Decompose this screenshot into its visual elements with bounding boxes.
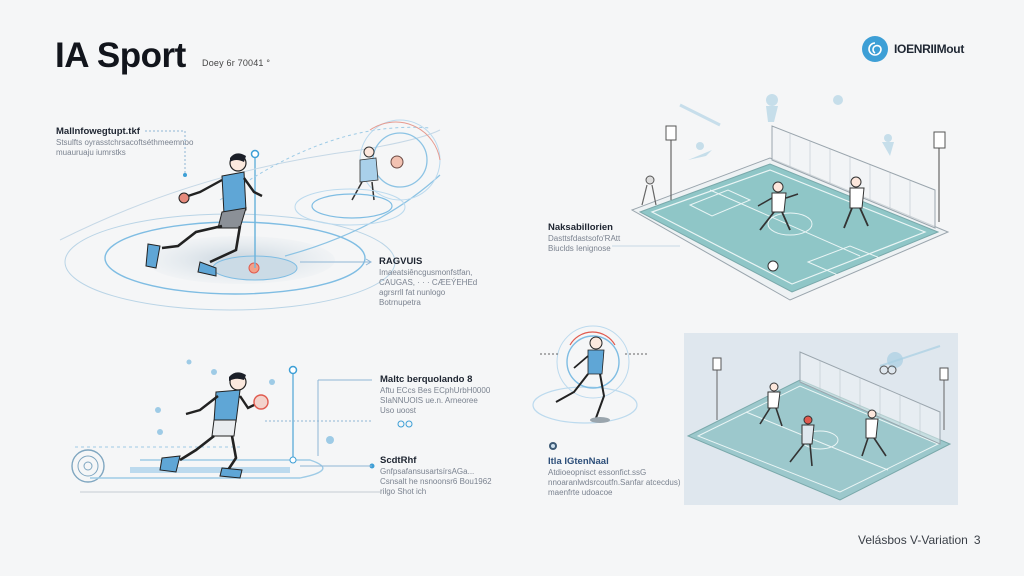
- page-subtitle: Doey 6r 70041 °: [202, 58, 271, 68]
- annotation-body: Dasttsfdastsofo'RAtt Biuclds Ienignose: [548, 234, 621, 253]
- page-number: 3: [973, 533, 981, 547]
- annotation-body: Atdioeopnisct essonfict.ssG nnoaranlwdsr…: [548, 468, 681, 497]
- annotation-body: Imaeatsiêncgusmonfstfan, CAUGAS, · · · C…: [379, 268, 478, 307]
- annotation-title: Mallnfowegtupt.tkf: [56, 126, 140, 137]
- brand-name: IOENRIIMout: [894, 42, 965, 56]
- annotation-bottom-mid-1: Maltc berquolando 8 Aftu ECcs Bes ECphUr…: [380, 374, 490, 416]
- isometric-sports-court-icon: [630, 94, 950, 301]
- swirl-logo-icon: [862, 36, 888, 62]
- annotation-body: GnfpsafansusartsírsAGa... Csnsalt he nsn…: [380, 467, 492, 496]
- annotation-body: Stsulfts oyrasstchrsacoftséthmeemnoo mua…: [56, 138, 194, 157]
- annotation-title: Naksabillorien: [548, 222, 613, 233]
- sprinter-on-track-icon: [71, 359, 413, 493]
- annotation-title: Maltc berquolando 8: [380, 374, 473, 385]
- annotation-top-mid: RAGVUIS Imaeatsiêncgusmonfstfan, CAUGAS,…: [379, 256, 477, 308]
- annotation-title: ScdtRhf: [380, 455, 417, 466]
- annotation-top-right: Naksabillorien Dasttsfdastsofo'RAtt Biuc…: [548, 222, 620, 254]
- annotation-body: Aftu ECcs Bes ECphUrbH0000 SIaNNUOIS ue.…: [380, 386, 491, 415]
- annotation-title: RAGVUIS: [379, 256, 423, 267]
- annotation-bottom-right: Itla IGtenNaal Atdioeopnisct essonfict.s…: [548, 456, 681, 498]
- annotation-bottom-mid-2: ScdtRhf GnfpsafansusartsírsAGa... Csnsal…: [380, 455, 492, 497]
- footer-caption: Velásbos V-Variation 3: [858, 533, 981, 547]
- brand-badge: IOENRIIMout: [862, 36, 964, 62]
- footer-label: Velásbos V-Variation: [858, 533, 968, 547]
- isometric-court-players-icon: [686, 345, 952, 501]
- annotation-title: Itla IGtenNaal: [548, 456, 609, 467]
- runner-in-target-rings-icon: [532, 325, 648, 450]
- sprinter-with-rings-icon: [59, 119, 441, 311]
- annotation-top-left: Mallnfowegtupt.tkf Stsulfts oyrasstchrsa…: [56, 126, 193, 158]
- page-title: IA Sport: [55, 36, 186, 75]
